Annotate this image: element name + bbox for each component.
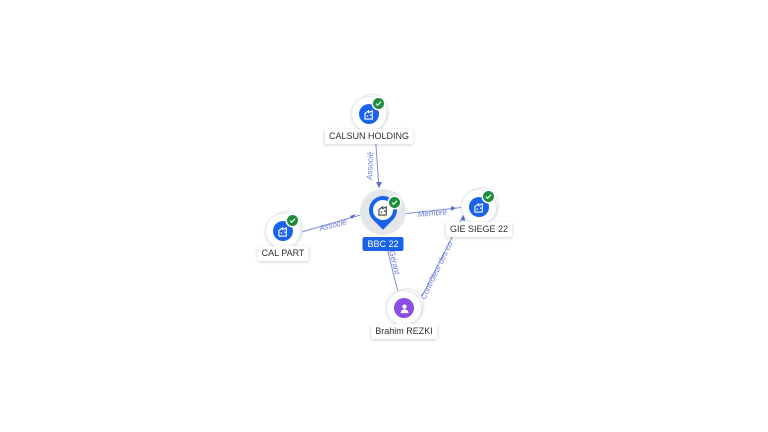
verified-check-icon bbox=[287, 215, 298, 226]
node-label: CAL PART bbox=[257, 246, 309, 261]
node-label: Brahim REZKI bbox=[371, 324, 437, 339]
edge-label-person-focus: Gérant bbox=[387, 249, 402, 276]
node-label: CALSUN HOLDING bbox=[324, 129, 414, 144]
edge-label-calsun: Associé bbox=[365, 151, 375, 181]
building-icon bbox=[373, 200, 393, 220]
edge-label-person-gie: Contrôleur des co bbox=[419, 240, 455, 301]
focus-node-label: BBC 22 bbox=[362, 237, 404, 251]
verified-check-icon bbox=[373, 98, 384, 109]
building-icon bbox=[359, 104, 379, 124]
building-icon bbox=[273, 221, 293, 241]
node-label: GIE SIEGE 22 bbox=[445, 222, 513, 237]
edge-focus-gie[interactable]: Membre bbox=[401, 206, 467, 219]
building-icon bbox=[469, 197, 489, 217]
edge-calpart-focus[interactable]: Associé bbox=[297, 213, 365, 234]
person-icon bbox=[394, 298, 414, 318]
edge-label-gie: Membre bbox=[417, 207, 448, 219]
verified-check-icon bbox=[483, 191, 494, 202]
verified-check-icon bbox=[389, 197, 400, 208]
edge-label-calpart: Associé bbox=[317, 217, 348, 233]
